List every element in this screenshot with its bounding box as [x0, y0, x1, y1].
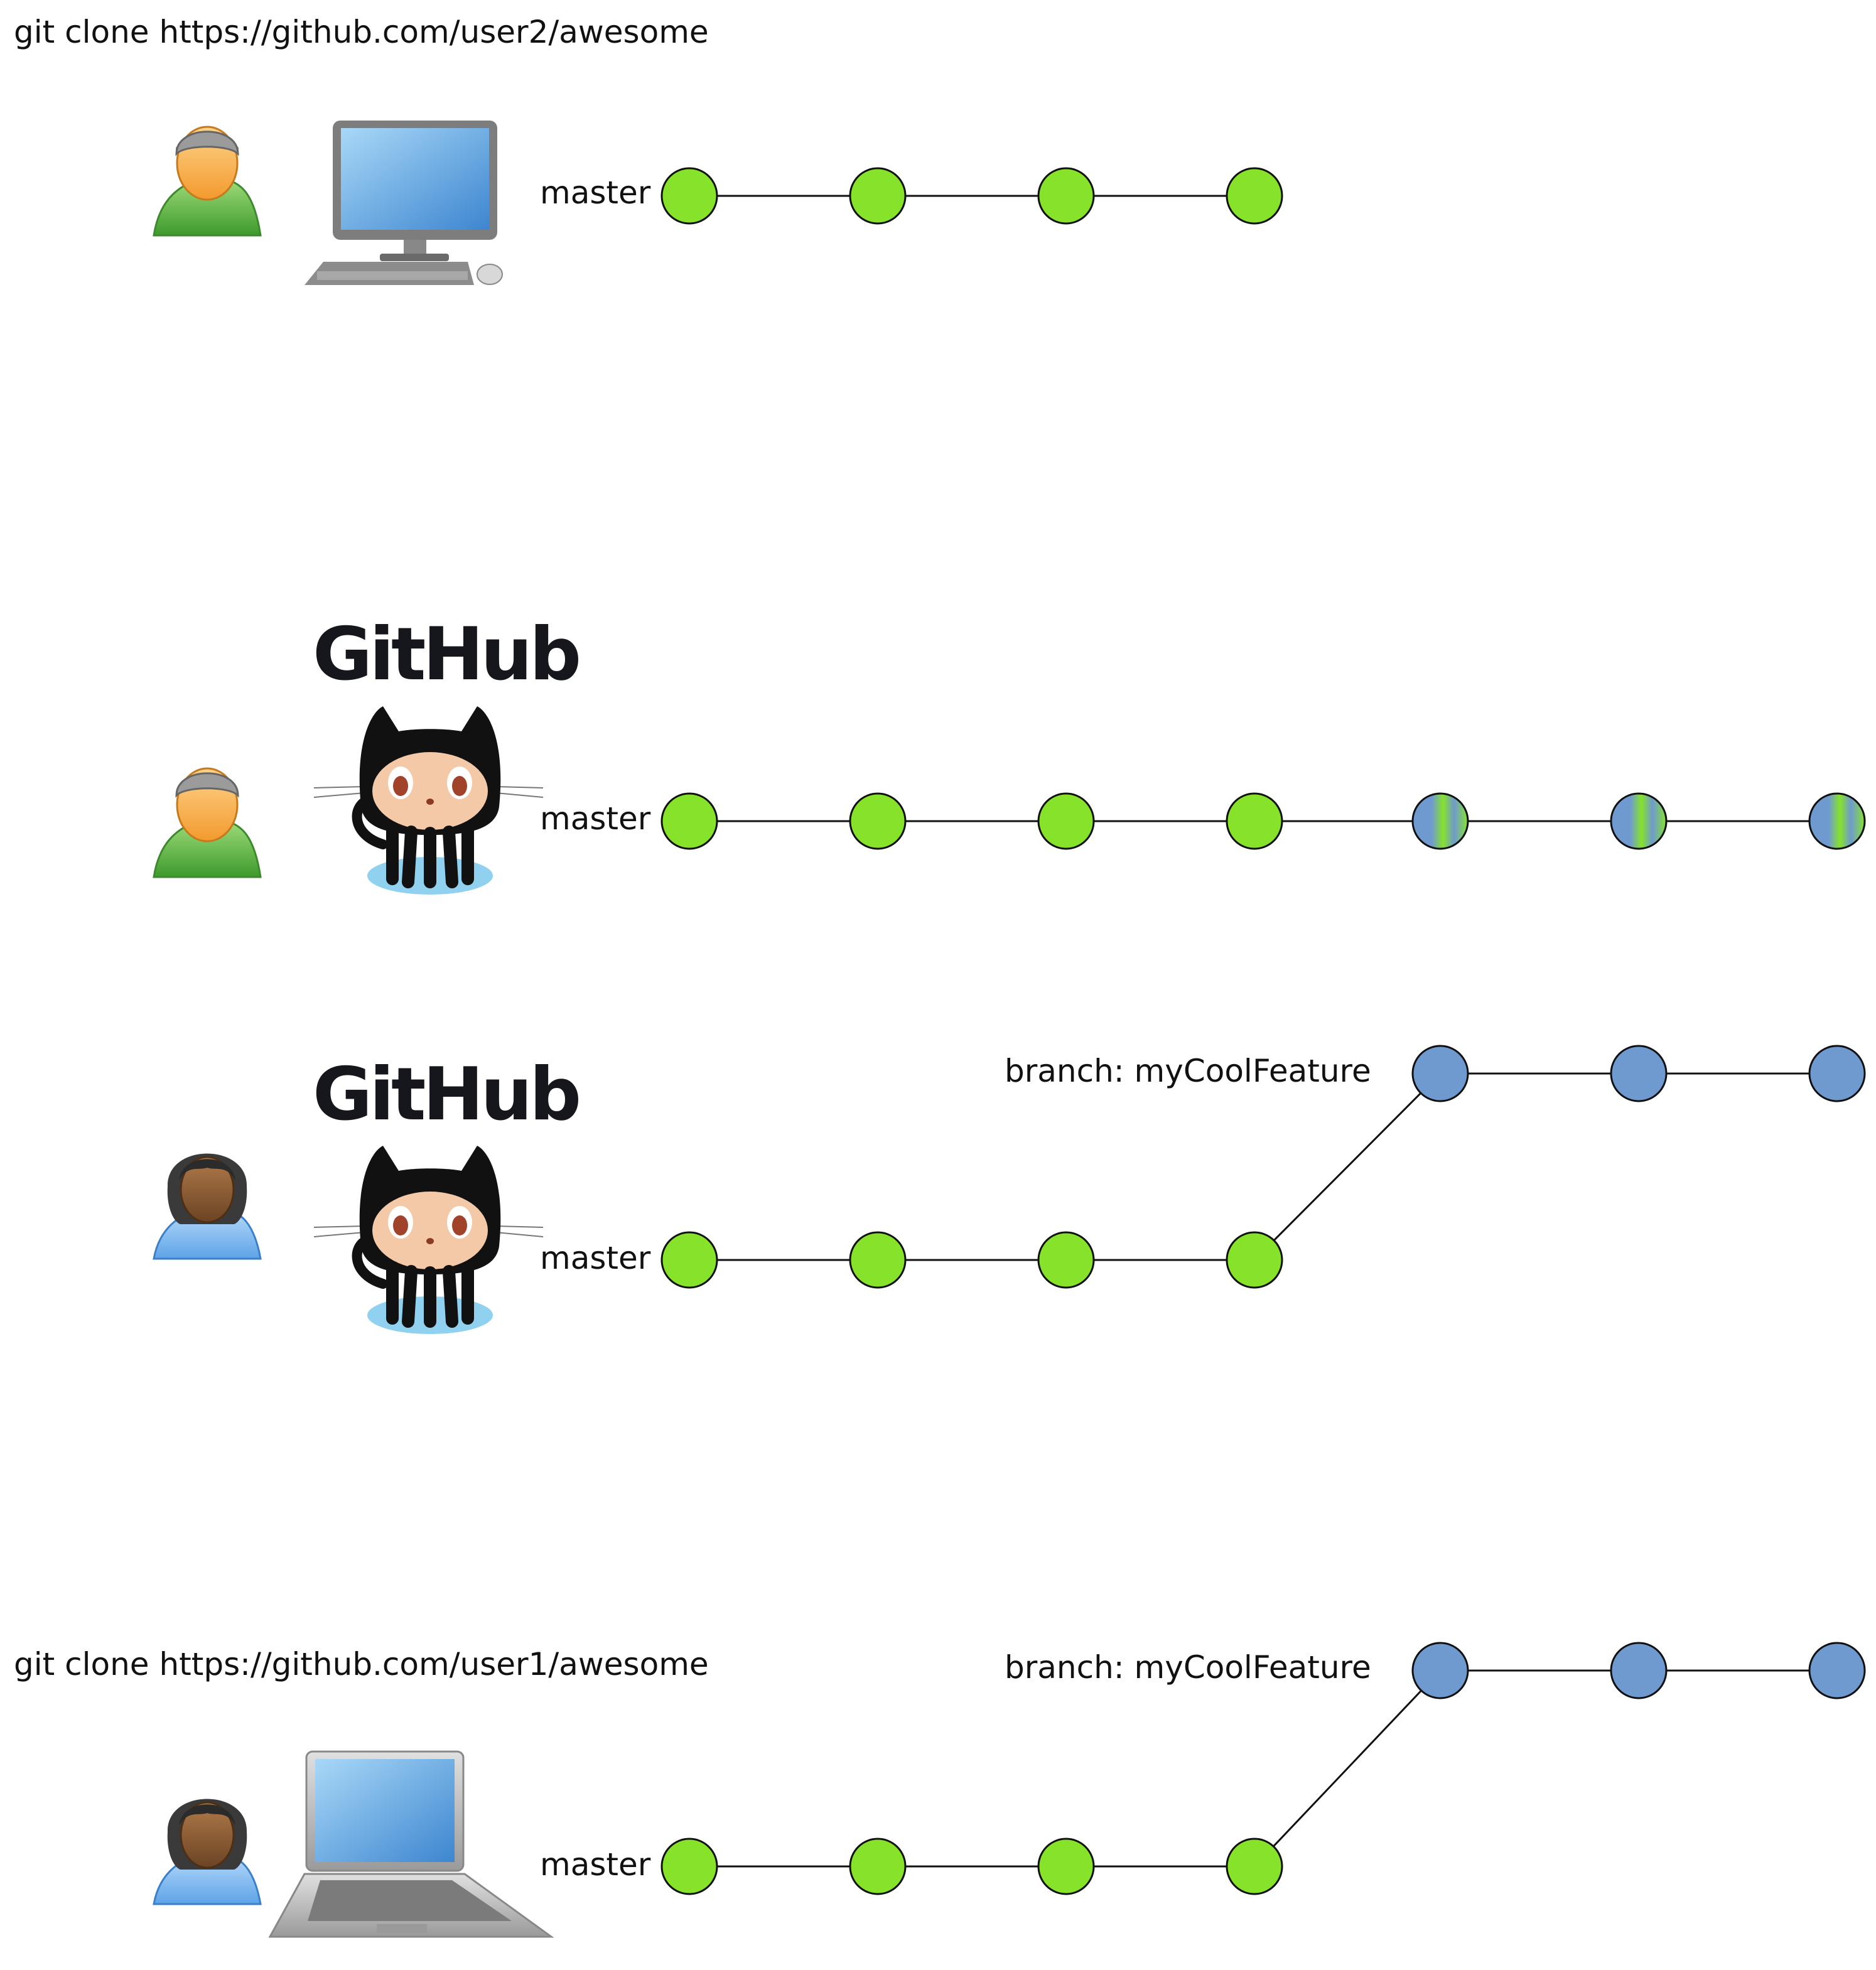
branch-commit-node: [1808, 1642, 1866, 1699]
master-commit-node: [1226, 167, 1283, 225]
master-commit-node: [1808, 792, 1866, 850]
master-commit-node: [1037, 167, 1095, 225]
master-commit-node: [660, 1838, 718, 1895]
branch-commit-node: [1808, 1045, 1866, 1102]
github-logo-row2: GitHub: [313, 612, 581, 697]
master-commit-node: [1226, 1838, 1283, 1895]
master-label-row4: master: [540, 1846, 651, 1883]
master-commit-node: [1037, 1838, 1095, 1895]
master-commit-node: [1037, 792, 1095, 850]
branch-commit-node: [1610, 1642, 1668, 1699]
branch-commit-node: [1411, 1642, 1469, 1699]
branch-commit-node: [1610, 1045, 1668, 1102]
master-commit-node: [1411, 792, 1469, 850]
branch-label-row3: branch: myCoolFeature: [1005, 1053, 1371, 1089]
master-label-row3: master: [540, 1240, 651, 1276]
commit-graph-layer: [660, 167, 1866, 1895]
user-gray-cap-icon: [153, 126, 262, 237]
branch-edge: [1253, 1072, 1442, 1261]
branch-label-row4: branch: myCoolFeature: [1005, 1649, 1371, 1686]
master-commit-node: [849, 1838, 907, 1895]
user-woman-icon: [153, 1153, 262, 1260]
master-commit-node: [849, 167, 907, 225]
master-commit-node: [660, 1231, 718, 1289]
clone-command-user1: git clone https://github.com/user1/aweso…: [14, 1646, 709, 1682]
user-gray-cap-icon: [153, 767, 262, 878]
clone-command-user2: git clone https://github.com/user2/aweso…: [14, 14, 709, 50]
master-label-row1: master: [540, 175, 651, 211]
master-commit-node: [1226, 1231, 1283, 1289]
master-commit-node: [1037, 1231, 1095, 1289]
branch-edge: [1253, 1669, 1442, 1868]
octocat-icon: [313, 1146, 544, 1334]
user-woman-icon: [153, 1799, 262, 1905]
master-commit-node: [849, 1231, 907, 1289]
master-commit-node: [1610, 792, 1668, 850]
master-commit-node: [849, 792, 907, 850]
master-commit-node: [660, 792, 718, 850]
master-commit-node: [660, 167, 718, 225]
github-logo-row3: GitHub: [313, 1052, 581, 1137]
branch-commit-node: [1411, 1045, 1469, 1102]
desktop-computer-icon: [305, 121, 503, 285]
master-commit-node: [1226, 792, 1283, 850]
octocat-icon: [313, 706, 544, 895]
master-label-row2: master: [540, 800, 651, 837]
laptop-icon: [268, 1750, 554, 1938]
